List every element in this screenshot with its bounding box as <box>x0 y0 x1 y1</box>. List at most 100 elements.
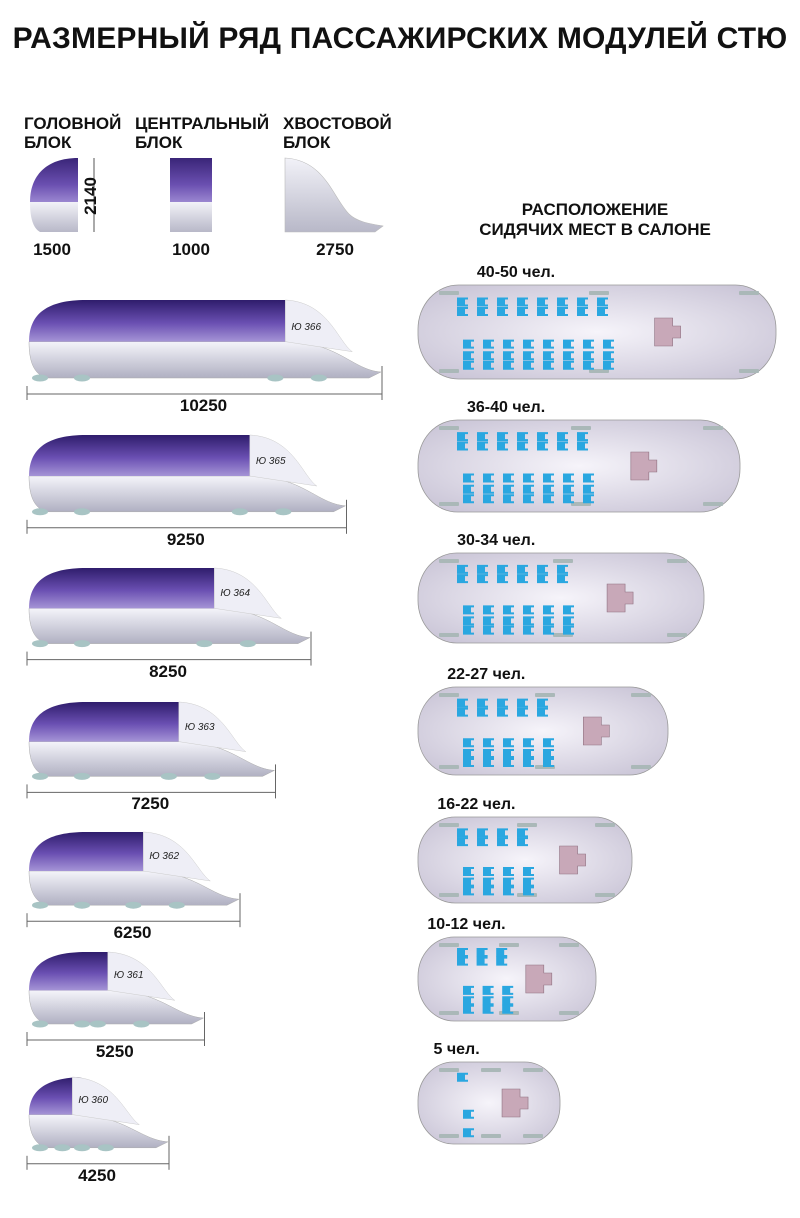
seat-icon <box>543 339 554 349</box>
wheel-icon <box>32 640 49 648</box>
seat-icon <box>483 616 494 626</box>
module-side-view <box>26 701 276 799</box>
wheel-icon <box>133 1020 150 1028</box>
control-console-icon <box>525 964 553 994</box>
seat-icon <box>503 494 514 504</box>
control-console-icon <box>606 583 634 613</box>
seat-icon <box>563 494 574 504</box>
seat-icon <box>497 297 508 307</box>
seat-icon <box>463 886 474 896</box>
seat-icon <box>523 351 534 361</box>
seat-icon <box>463 749 474 758</box>
seat-icon <box>517 564 528 574</box>
module-code-label: Ю 360 <box>78 1094 108 1106</box>
seat-icon <box>523 738 534 748</box>
module-code-label: Ю 364 <box>220 588 250 600</box>
seat-icon <box>463 1109 474 1119</box>
module-tail <box>214 567 282 619</box>
seat-icon <box>517 432 528 442</box>
seat-icon <box>577 441 588 451</box>
seat-icon <box>483 360 494 370</box>
seat-icon <box>477 307 488 317</box>
seat-icon <box>483 877 494 887</box>
wheel-icon <box>89 1020 106 1028</box>
seat-icon <box>557 441 568 451</box>
seat-icon <box>523 473 534 483</box>
seat-icon <box>457 441 468 451</box>
seat-icon <box>497 837 508 847</box>
central-block-label: ЦЕНТРАЛЬНЫЙ БЛОК <box>135 114 270 152</box>
seat-icon <box>497 698 508 708</box>
seat-icon <box>503 625 514 635</box>
seating-plan <box>417 284 777 380</box>
seat-icon <box>603 339 614 349</box>
seat-icon <box>477 707 488 717</box>
seat-icon <box>503 339 514 349</box>
seat-icon <box>457 307 468 317</box>
wheel-icon <box>74 508 91 516</box>
seat-icon <box>457 432 468 442</box>
module-upper-body <box>29 952 108 991</box>
module-length-label: 4250 <box>78 1165 116 1185</box>
seat-icon <box>463 758 474 767</box>
seat-icon <box>463 360 474 370</box>
seat-icon <box>517 297 528 307</box>
wheel-icon <box>32 772 49 780</box>
seat-icon <box>482 1004 494 1014</box>
seating-plan <box>417 1061 561 1145</box>
seat-icon <box>537 307 548 317</box>
seat-icon <box>563 605 574 615</box>
seat-icon <box>563 625 574 635</box>
seat-icon <box>483 738 494 748</box>
seat-icon <box>463 996 474 1006</box>
module-upper-body <box>29 567 215 609</box>
module-upper-body <box>29 701 179 742</box>
capacity-label: 36-40 чел. <box>467 399 546 416</box>
seat-icon <box>543 494 554 504</box>
seat-icon <box>502 996 514 1006</box>
seat-icon <box>543 625 554 635</box>
tail-length-dim: 2750 <box>316 240 354 259</box>
control-console-icon <box>501 1088 529 1118</box>
seat-icon <box>463 985 474 995</box>
seat-icon <box>483 494 494 504</box>
seat-icon <box>497 828 508 838</box>
seat-icon <box>537 297 548 307</box>
wheel-icon <box>275 508 292 516</box>
wheel-icon <box>32 1020 48 1028</box>
seat-icon <box>483 339 494 349</box>
seat-icon <box>563 360 574 370</box>
seat-icon <box>563 484 574 494</box>
seating-plan <box>417 552 705 644</box>
seat-icon <box>497 574 508 584</box>
control-console-icon <box>559 845 586 875</box>
seat-icon <box>523 749 534 758</box>
cabin-floor <box>417 1061 561 1145</box>
module-side-view <box>26 1076 170 1170</box>
wheel-icon <box>74 374 90 382</box>
seat-icon <box>583 494 594 504</box>
seat-icon <box>583 473 594 483</box>
seat-icon <box>483 473 494 483</box>
seat-icon <box>543 473 554 483</box>
seat-icon <box>457 297 468 307</box>
seat-icon <box>483 484 494 494</box>
module-upper-body <box>29 434 250 477</box>
seat-icon <box>477 432 488 442</box>
seat-icon <box>463 867 474 877</box>
wheel-icon <box>74 772 91 780</box>
seat-icon <box>463 1128 474 1138</box>
module-length-label: 8250 <box>149 661 187 681</box>
module-length-label: 5250 <box>95 1042 134 1061</box>
seat-icon <box>482 996 494 1006</box>
page-title: РАЗМЕРНЫЙ РЯД ПАССАЖИРСКИХ МОДУЛЕЙ СТЮ <box>12 22 788 55</box>
module-code-label: Ю 362 <box>149 850 179 862</box>
module-code-label: Ю 365 <box>255 456 286 467</box>
seat-icon <box>503 484 514 494</box>
seat-icon <box>523 494 534 504</box>
wheel-icon <box>97 1144 114 1152</box>
seat-icon <box>497 707 508 717</box>
seat-icon <box>463 738 474 748</box>
seat-icon <box>517 707 528 717</box>
seat-icon <box>523 877 534 887</box>
